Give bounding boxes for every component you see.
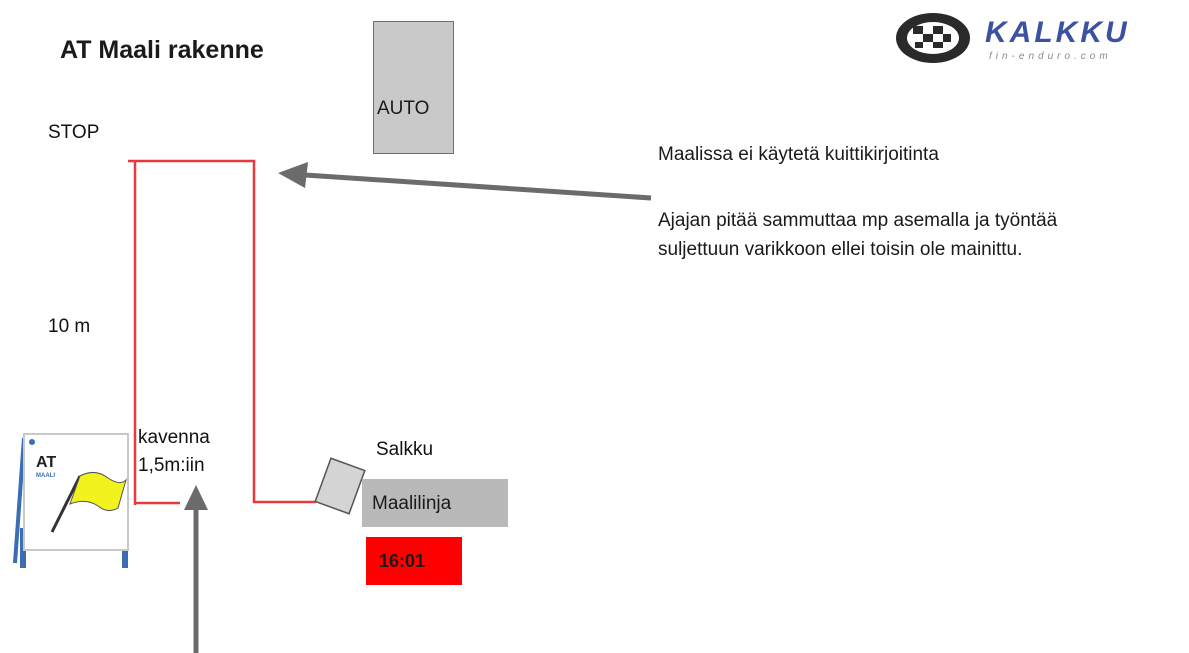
finish-sign: AT MAALI bbox=[10, 428, 130, 578]
note-engine-off: Ajajan pitää sammuttaa mp asemalla ja ty… bbox=[658, 206, 1057, 264]
logo-tagline: fin-enduro.com bbox=[989, 51, 1112, 62]
note-no-receipt-printer: Maalissa ei käytetä kuittikirjoitinta bbox=[658, 144, 939, 165]
narrowing-label: kavenna 1,5m:iin bbox=[138, 424, 210, 480]
note-engine-off-line2: suljettuun varikkoon ellei toisin ole ma… bbox=[658, 239, 1023, 260]
narrowing-line1: kavenna bbox=[138, 427, 210, 448]
briefcase-icon bbox=[314, 457, 366, 515]
logo-wordmark: KALKKU bbox=[985, 16, 1130, 49]
kalkku-logo: KALKKU fin-enduro.com bbox=[893, 8, 1163, 68]
arrow-to-stop-zone bbox=[278, 162, 652, 201]
finish-sign-board bbox=[13, 433, 129, 568]
narrowing-line2: 1,5m:iin bbox=[138, 455, 205, 476]
note-engine-off-line1: Ajajan pitää sammuttaa mp asemalla ja ty… bbox=[658, 210, 1058, 231]
stop-label: STOP bbox=[48, 122, 100, 143]
finish-line-label: Maalilinja bbox=[372, 493, 452, 514]
finish-line-box: Maalilinja bbox=[362, 479, 508, 527]
arrow-up-to-narrowing bbox=[184, 485, 208, 653]
distance-label: 10 m bbox=[48, 316, 91, 337]
finish-sign-title: AT bbox=[36, 454, 57, 471]
car-label: AUTO bbox=[377, 98, 430, 119]
car-box: AUTO bbox=[373, 21, 454, 154]
finish-sign-subtitle: MAALI bbox=[36, 473, 55, 479]
case-label: Salkku bbox=[376, 439, 434, 460]
time-display: 16:01 bbox=[366, 537, 462, 585]
time-value: 16:01 bbox=[379, 551, 426, 571]
page-title: AT Maali rakenne bbox=[60, 36, 264, 64]
tire-icon bbox=[896, 13, 970, 63]
finish-lane-outline bbox=[128, 159, 316, 504]
